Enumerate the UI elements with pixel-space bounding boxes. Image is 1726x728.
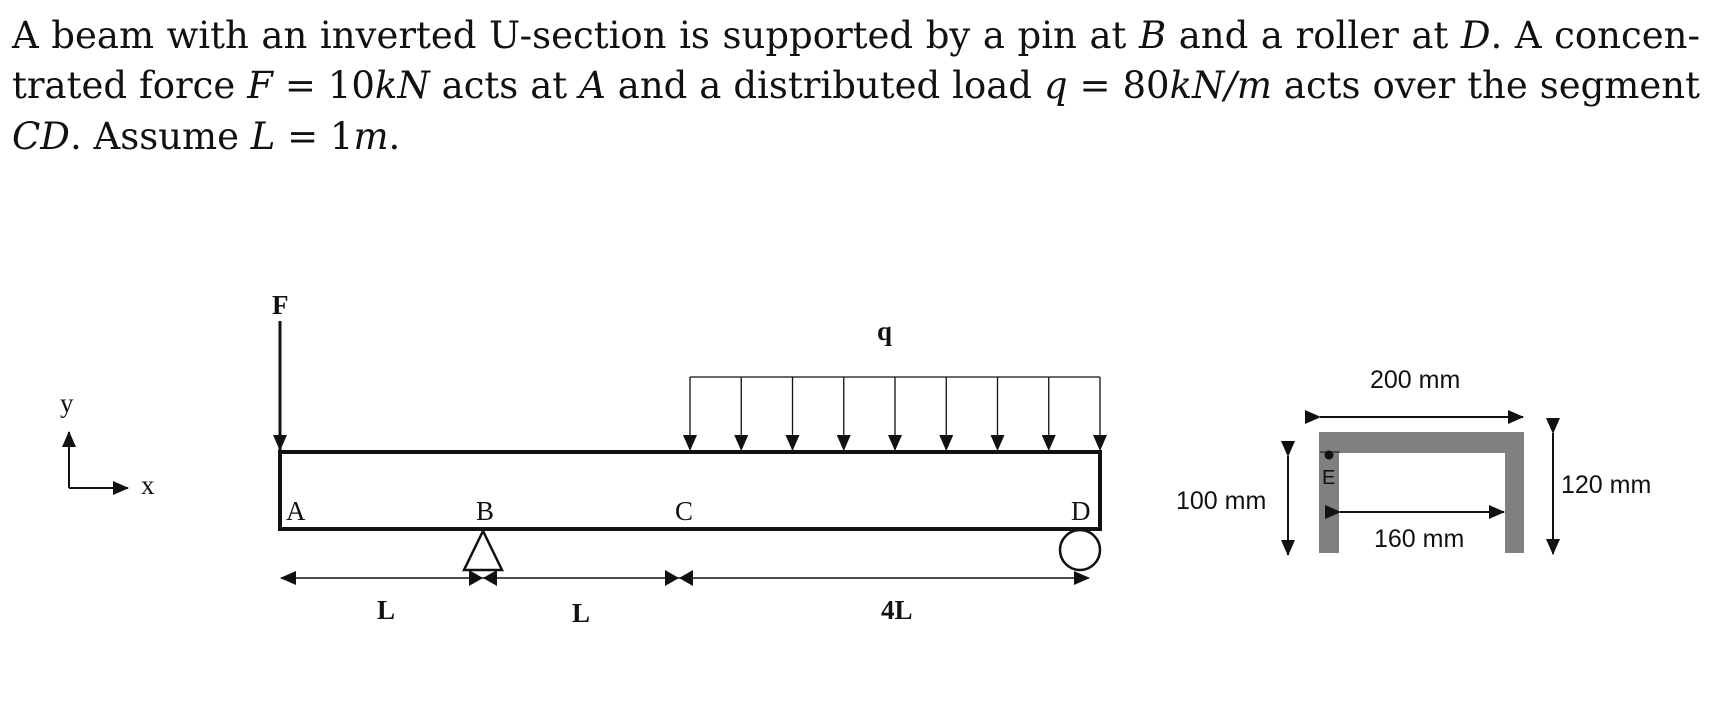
text: = 80 [1067,64,1170,107]
pin-support [462,528,504,572]
problem-line-1: A beam with an inverted U-section is sup… [12,14,1700,57]
load-label: q [877,316,892,346]
beam [278,450,1102,531]
text: and a roller at [1166,14,1461,57]
cross-section: 200 mm 160 mm 120 mm 100 mm E [1176,366,1651,556]
math: m [353,115,389,158]
math: D [1460,14,1491,57]
point-b-label: B [476,496,494,526]
point-e-label: E [1322,467,1335,489]
width-inner-label: 160 mm [1374,525,1464,553]
text: = 10 [272,64,375,107]
coordinate-axes: y x [60,388,155,500]
text: . A concen- [1490,14,1700,57]
math: L [250,115,276,158]
width-outer-label: 200 mm [1370,366,1460,394]
text: . Assume [69,115,251,158]
force-label: F [272,290,289,320]
math: F [247,64,273,107]
beam-dimensions: L L 4L [280,570,1090,628]
math: q [1043,64,1068,107]
text: acts at [429,64,580,107]
text: = 1 [275,115,354,158]
point-a-label: A [286,496,306,526]
text: trated force [12,64,248,107]
problem-line-2: trated force F = 10kN acts at A and a di… [12,64,1700,107]
dimension-label: L [572,598,590,628]
math: CD [12,115,70,158]
math: kN [374,64,430,107]
math: A [579,64,606,107]
math: B [1138,14,1167,57]
x-axis-label: x [141,470,155,500]
dimension-tick [469,570,497,586]
dimension-label: 4L [881,595,913,625]
point-d-label: D [1071,496,1091,526]
text: A beam with an inverted U-section is sup… [12,14,1139,57]
point-c-label: C [675,496,693,526]
height-outer-label: 120 mm [1561,471,1651,499]
math: kN/m [1169,64,1272,107]
distributed-load [683,376,1107,451]
dimension-label: L [377,595,395,625]
u-section-shape [1319,432,1524,553]
text: and a distributed load [605,64,1044,107]
text: acts over the segment [1271,64,1700,107]
height-inner-label: 100 mm [1176,487,1266,515]
text: . [388,115,401,158]
roller-support [1058,528,1102,572]
y-axis-label: y [60,388,74,418]
point-e-dot [1324,450,1334,460]
problem-line-3: CD. Assume L = 1m. [12,115,1700,158]
